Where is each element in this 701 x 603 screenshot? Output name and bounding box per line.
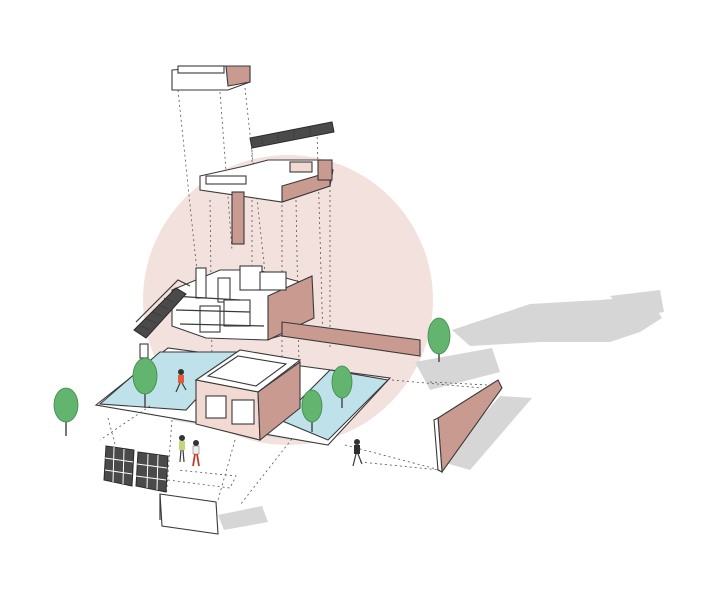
roof-railing: [249, 121, 335, 149]
person: [192, 440, 200, 467]
upper-floor-slab: [199, 159, 334, 245]
interior-level: [171, 265, 315, 341]
tree: [301, 389, 323, 432]
tree: [427, 317, 451, 362]
courtyard-pavilion: [194, 349, 302, 442]
tree: [132, 357, 158, 408]
ground-guides: [99, 379, 483, 471]
roof-element: [171, 65, 251, 91]
facade-grid-panels: [103, 445, 237, 493]
long-wall-slab: [281, 321, 421, 357]
person: [175, 369, 187, 393]
people: [175, 369, 363, 467]
external-stair: [133, 279, 191, 359]
tree: [53, 387, 79, 436]
tree: [331, 365, 353, 408]
boundary-wall: [433, 379, 503, 474]
entrance-frame: [159, 493, 219, 535]
person: [179, 435, 185, 463]
trees: [53, 317, 451, 436]
